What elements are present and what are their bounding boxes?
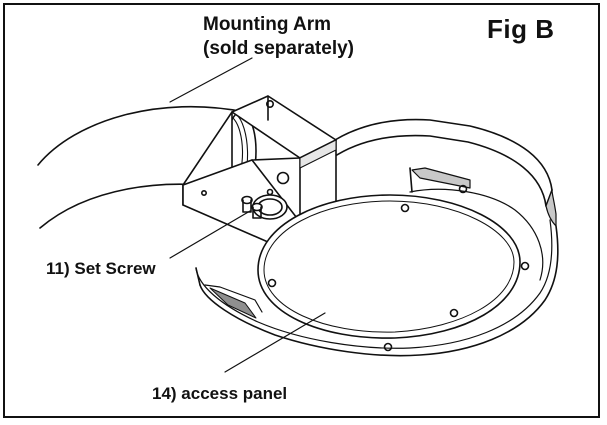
set-screw-label: 11) Set Screw <box>46 259 156 278</box>
figure-title: Fig B <box>487 14 555 44</box>
access-panel-label: 14) access panel <box>152 384 288 403</box>
access-panel <box>257 184 530 352</box>
mounting-arm-note: (sold separately) <box>203 38 354 59</box>
figure-frame <box>3 3 600 418</box>
mounting-arm-label: Mounting Arm <box>203 14 332 35</box>
mounting-arm-leader <box>169 57 253 103</box>
access-panel-leader <box>224 312 326 373</box>
set-screw <box>241 195 263 219</box>
set-screw-leader <box>169 210 251 259</box>
